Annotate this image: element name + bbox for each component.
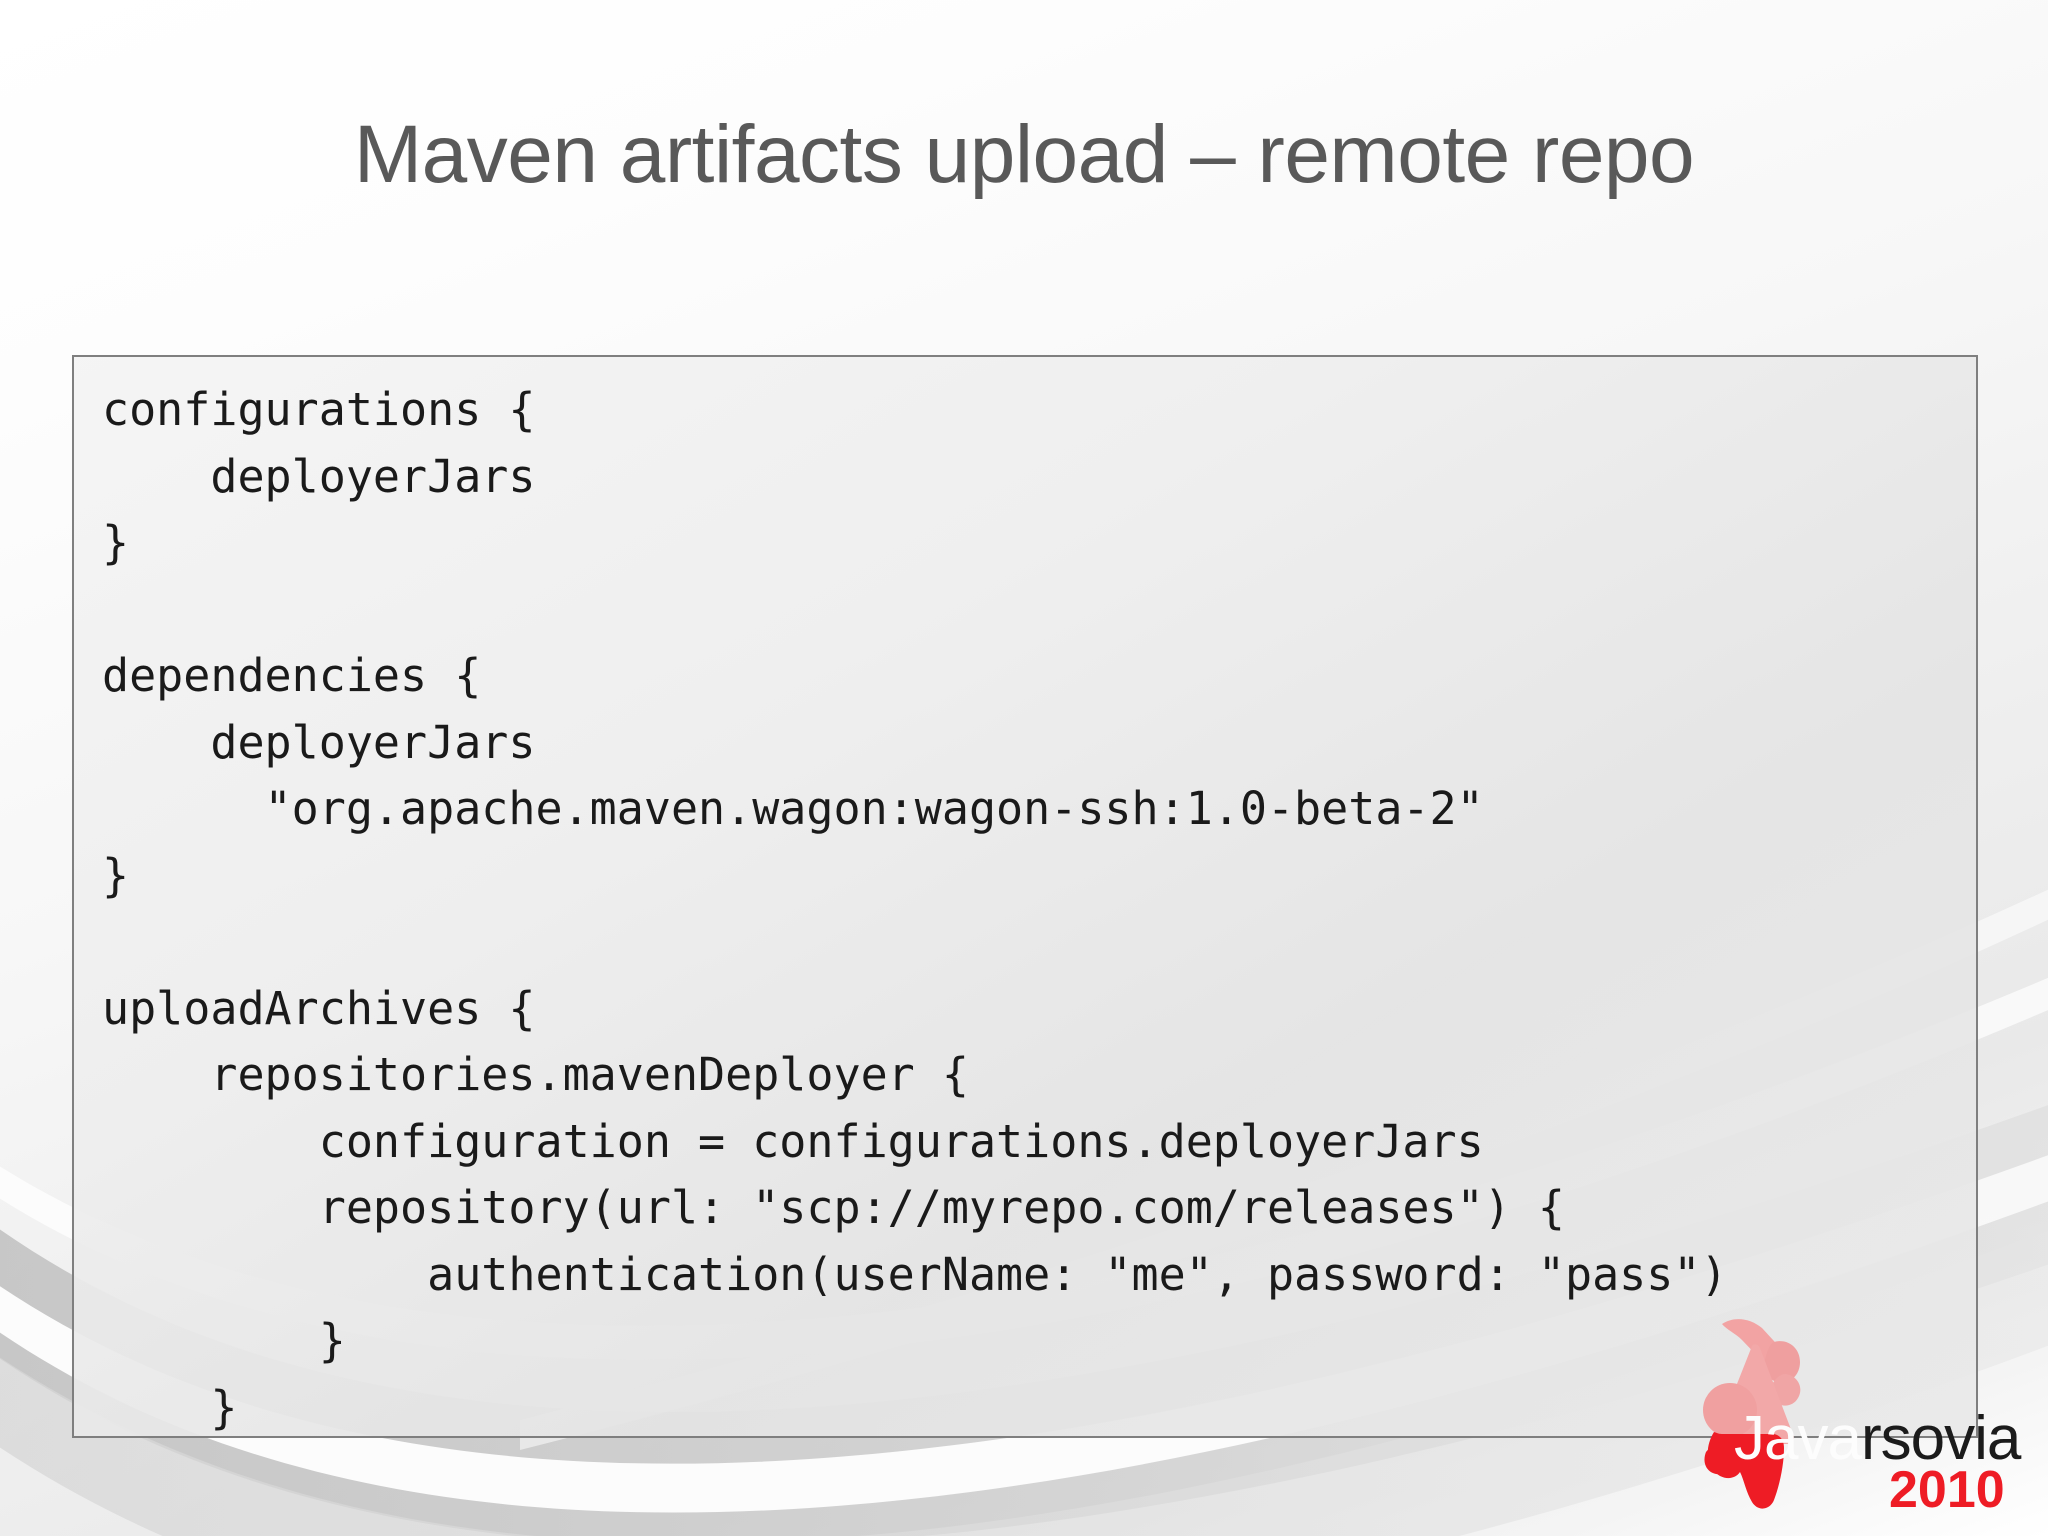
logo-wordmark: Javarsovia — [1734, 1408, 2021, 1470]
code-content: configurations { deployerJars } dependen… — [102, 383, 1728, 1434]
logo-wordmark-part2: rsovia — [1860, 1404, 2021, 1473]
javarsovia-logo: Javarsovia 2010 — [1700, 1312, 2030, 1517]
warsaw-mermaid-icon — [1703, 1319, 1801, 1509]
code-block: configurations { deployerJars } dependen… — [72, 355, 1978, 1438]
slide-title: Maven artifacts upload – remote repo — [353, 109, 1695, 200]
logo-year: 2010 — [1889, 1461, 2005, 1519]
logo-wordmark-part1: Java — [1734, 1404, 1862, 1473]
